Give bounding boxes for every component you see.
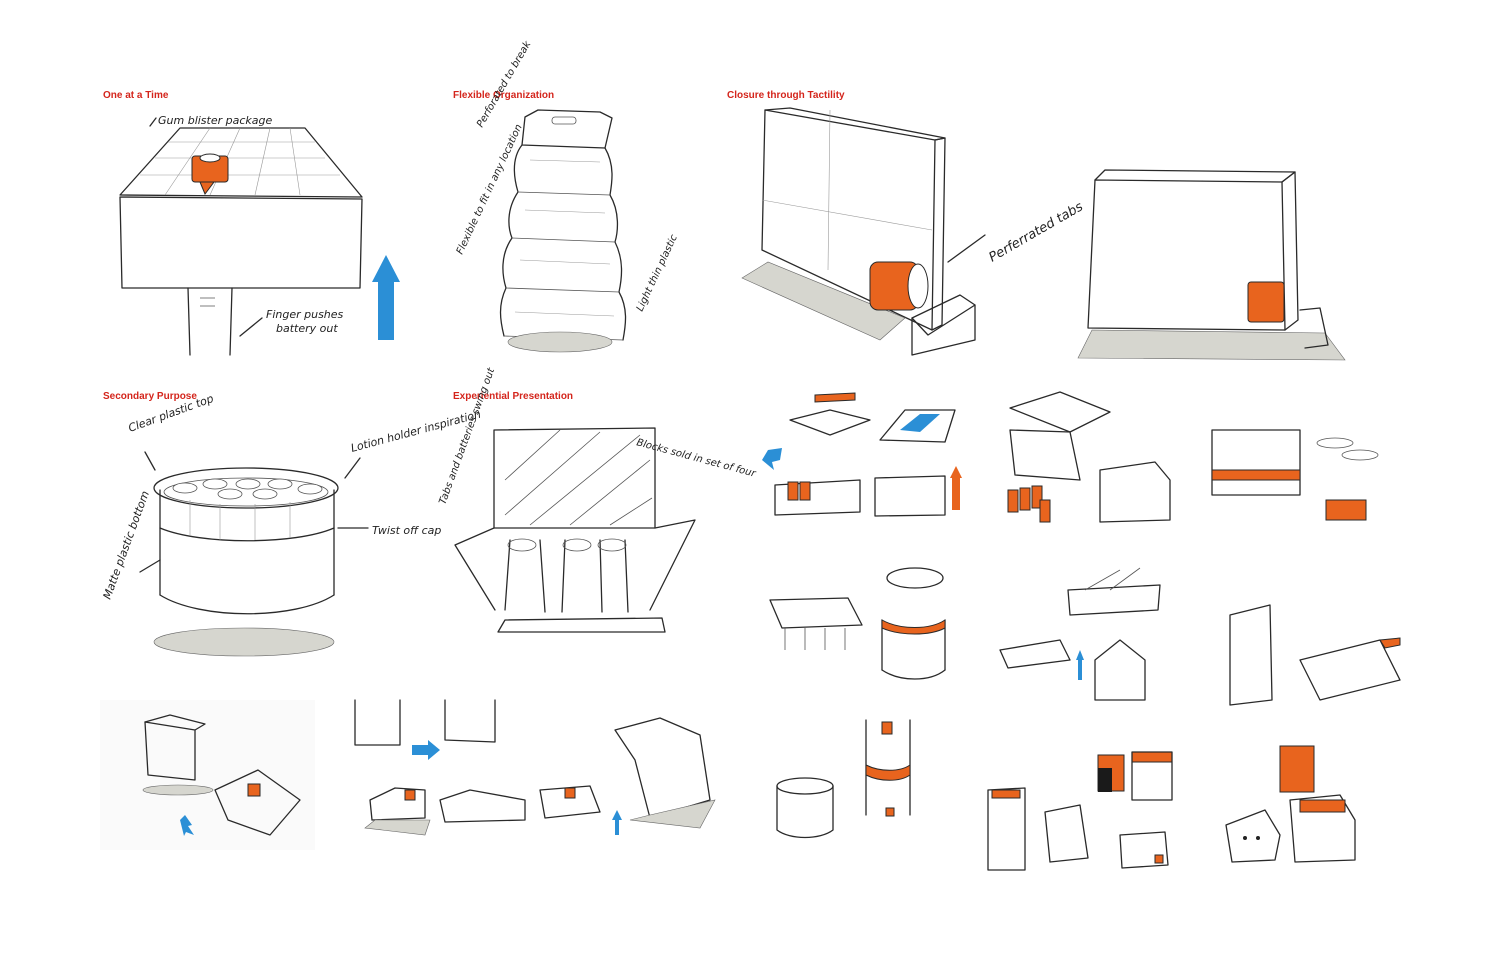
annotation-tabs-and-batteries: Tabs and batteries swing out [437, 366, 497, 506]
sketch-flexible-organization: Flexible to fit in any location Perforat… [455, 38, 680, 353]
thumbnail-sketch-group-bottom-left [100, 700, 315, 850]
sketch-secondary-purpose: Clear plastic top Lotion holder inspirat… [101, 392, 482, 657]
annotation-perforated-tabs: Perferrated tabs [987, 199, 1086, 265]
sketch-one-at-a-time: Gum blister package Finger pushes batter… [119, 114, 400, 356]
title-experiential-presentation: Experiential Presentation [453, 391, 574, 402]
sketch-closure-through-tactility: Perferrated tabs [741, 107, 1346, 361]
title-one-at-a-time: One at a Time [103, 90, 169, 101]
annotation-blocks-sold: Blocks sold in set of four [635, 437, 757, 480]
annotation-flexible-to-fit: Flexible to fit in any location [455, 123, 525, 256]
title-secondary-purpose: Secondary Purpose [103, 391, 197, 402]
annotation-gum-blister: Gum blister package [158, 114, 272, 127]
annotation-twist-off-cap: Twist off cap [372, 524, 441, 537]
sketch-experiential-presentation: Tabs and batteries swing out Blocks sold… [437, 366, 757, 633]
annotation-perforated-to-break: Perforated to break [475, 38, 534, 129]
annotation-matte-plastic-bottom: Matte plastic bottom [101, 489, 152, 601]
annotation-clear-plastic-top: Clear plastic top [127, 392, 216, 435]
thumbnail-sketch-grid-right [762, 391, 1401, 871]
thumbnail-sketch-group-bottom-middle [354, 699, 716, 836]
annotation-finger-pushes: Finger pushes [266, 308, 344, 321]
annotation-light-thin-plastic: Light thin plastic [635, 233, 680, 314]
title-closure-through-tactility: Closure through Tactility [727, 90, 845, 101]
title-flexible-organization: Flexible Organization [453, 90, 555, 101]
annotation-battery-out: battery out [276, 322, 338, 335]
